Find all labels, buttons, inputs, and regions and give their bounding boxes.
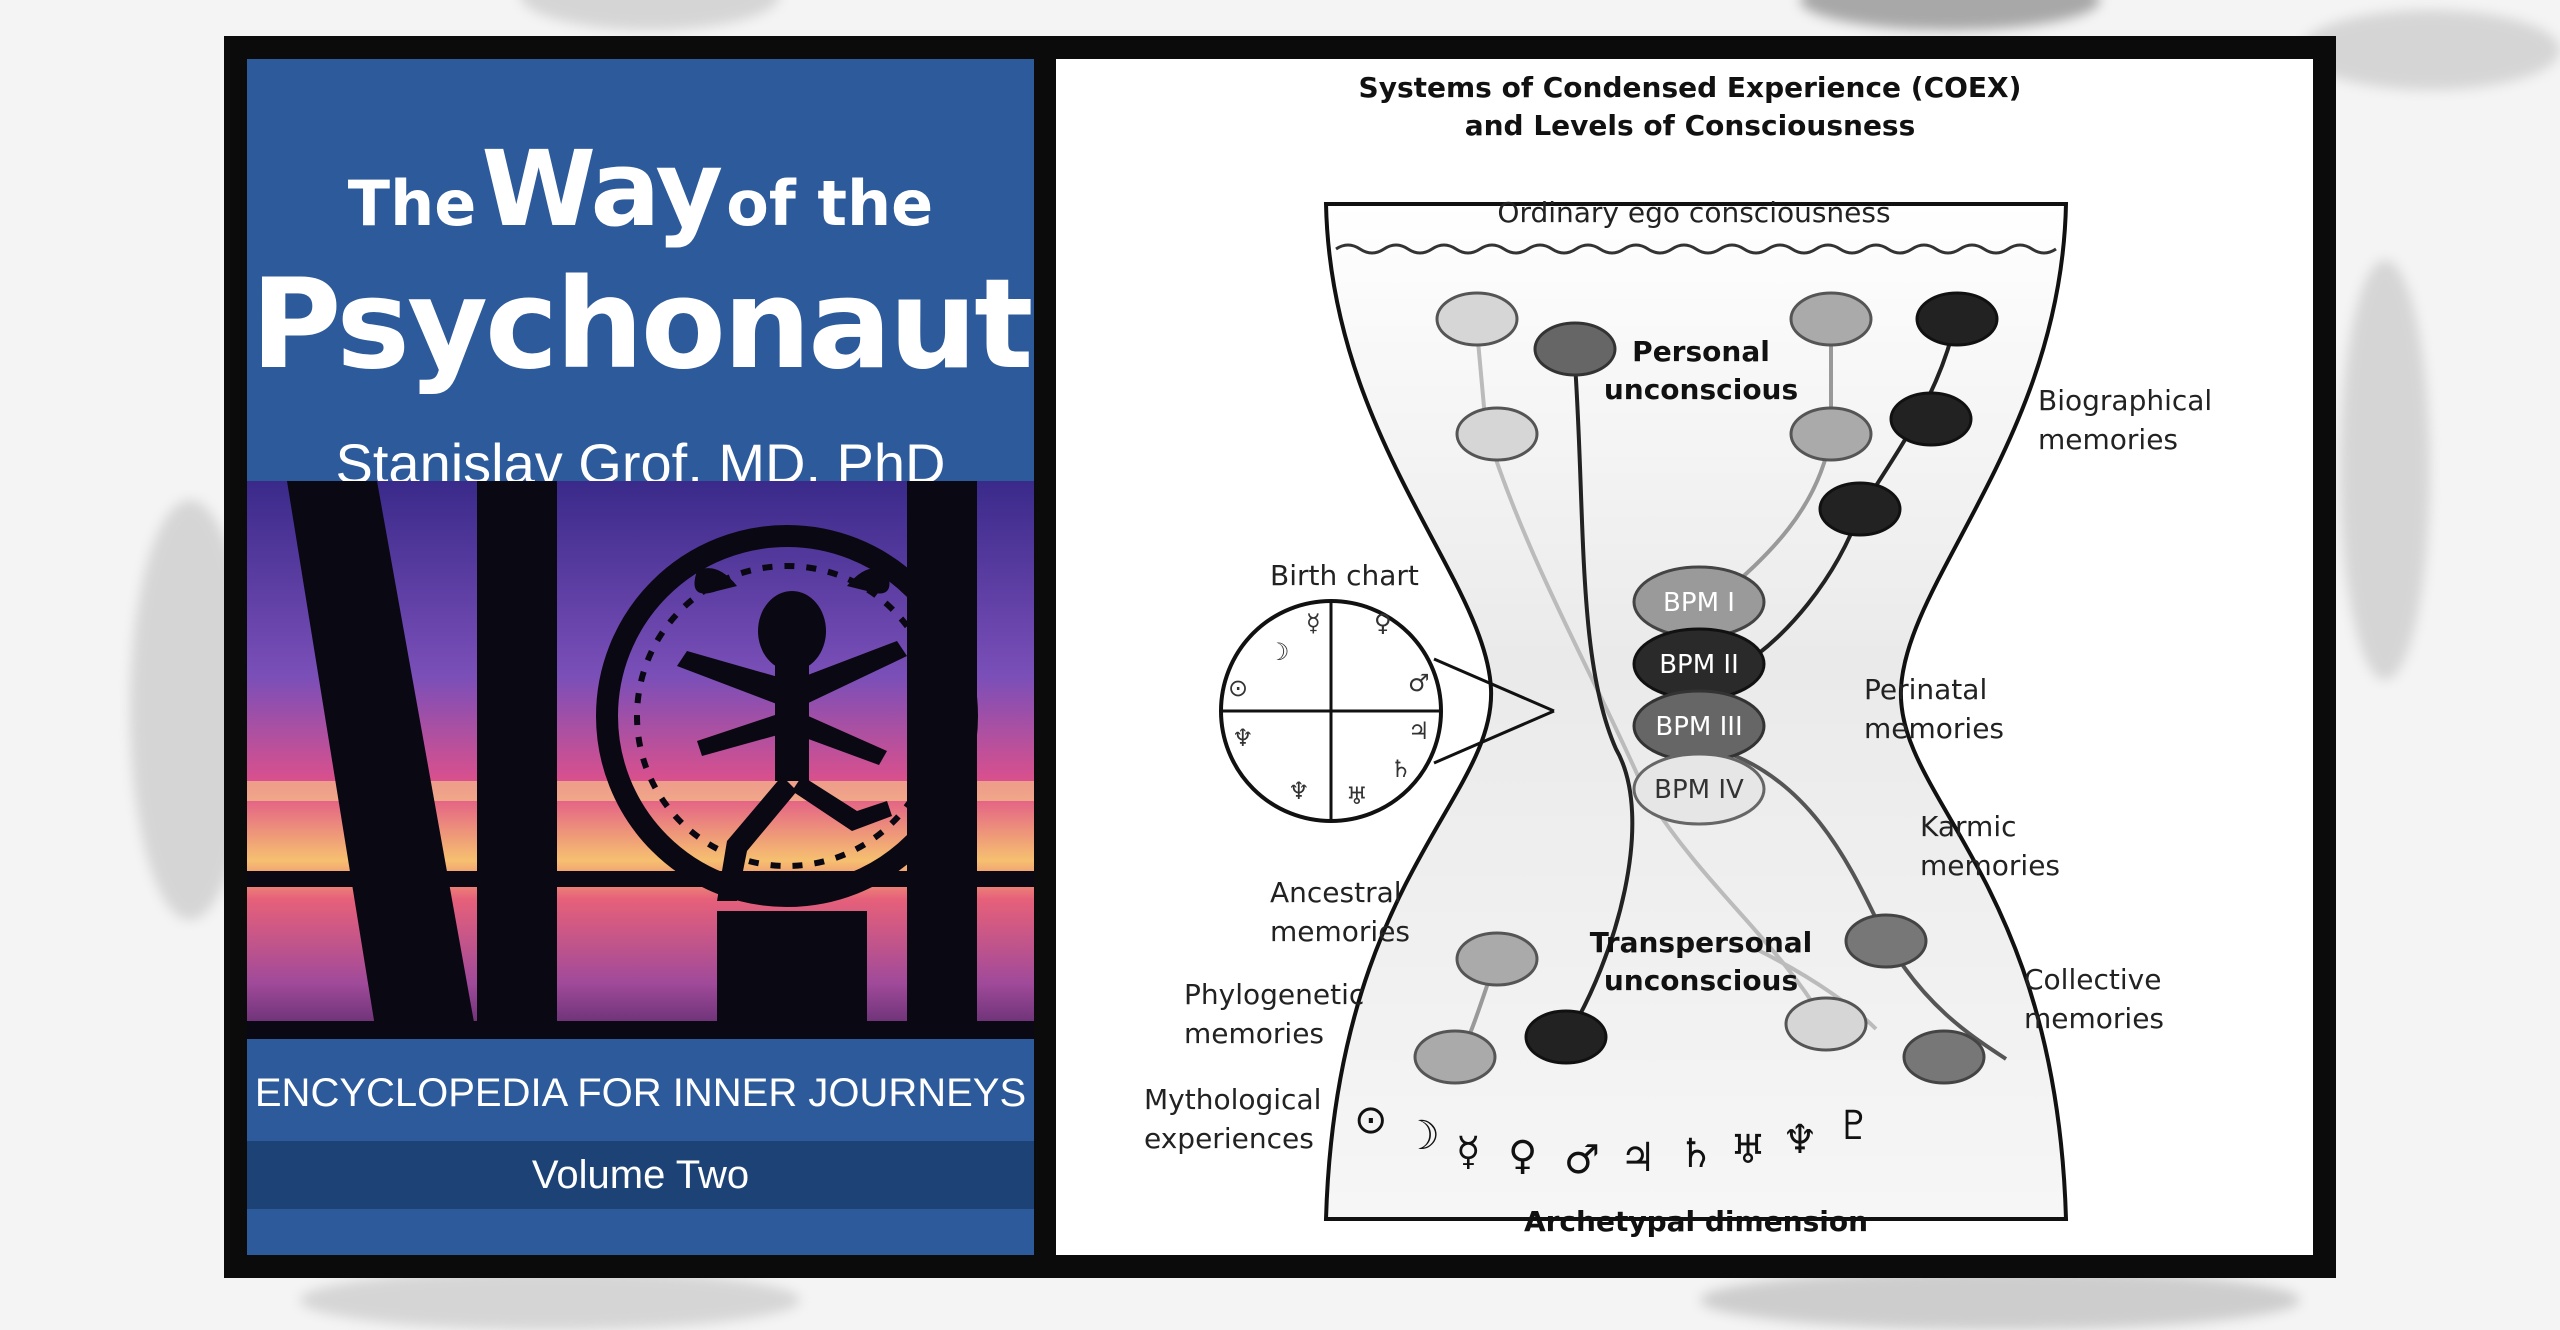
volume-band xyxy=(247,1141,1034,1209)
background-blob xyxy=(520,0,780,30)
background-blob xyxy=(1700,1270,2300,1330)
mythological-label: experiences xyxy=(1144,1122,1314,1155)
coex-nodes xyxy=(1413,291,1999,1085)
chart-symbol: ⊙ xyxy=(1228,674,1248,702)
coex-node xyxy=(1784,996,1868,1052)
transpersonal-unconscious-label: Transpersonal xyxy=(1590,926,1813,959)
collective-label: memories xyxy=(2024,1002,2164,1035)
coex-diagram-panel: Systems of Condensed Experience (COEX) a… xyxy=(1056,59,2313,1255)
uranus-symbol: ♅ xyxy=(1730,1127,1766,1173)
mercury-symbol: ☿ xyxy=(1456,1129,1481,1175)
phylogenetic-label: Phylogenetic xyxy=(1184,978,1364,1011)
title-psychonaut: Psychonaut xyxy=(250,253,1034,397)
mars-symbol: ♂ xyxy=(1564,1137,1600,1183)
coex-node xyxy=(1533,321,1617,377)
chart-symbol: ☽ xyxy=(1268,638,1290,666)
background-blob xyxy=(300,1270,800,1330)
series-title: ENCYCLOPEDIA FOR INNER JOURNEYS xyxy=(254,1071,1027,1115)
birth-chart: ⊙ ☽ ☿ ♀ ♂ ♃ ♆ ♆ ♅ ♄ xyxy=(1219,599,1555,823)
background-blob xyxy=(2340,260,2430,680)
water-surface xyxy=(1335,243,2057,255)
ancestral-label: memories xyxy=(1270,915,1410,948)
perinatal-label: Perinatal xyxy=(1864,673,1987,706)
title-the: The xyxy=(347,167,477,240)
title-of-the: of the xyxy=(726,167,934,240)
chart-symbol: ♆ xyxy=(1288,777,1310,805)
chart-symbol: ♂ xyxy=(1408,669,1430,697)
coex-node xyxy=(1455,406,1539,462)
chart-symbol: ♄ xyxy=(1390,755,1412,783)
title-line-1: The Way of the xyxy=(247,129,1034,280)
archetypal-dimension-label: Archetypal dimension xyxy=(1524,1205,1868,1238)
coex-node xyxy=(1789,406,1873,462)
bpm-nodes: BPM I BPM II BPM III BPM IV xyxy=(1632,565,1766,826)
background-blob xyxy=(1800,0,2100,30)
phylogenetic-label: memories xyxy=(1184,1017,1324,1050)
background-blob xyxy=(2300,10,2560,90)
coex-node xyxy=(1818,481,1902,537)
jupiter-symbol: ♃ xyxy=(1620,1135,1656,1181)
chart-symbol: ♃ xyxy=(1408,717,1430,745)
title-way: Way xyxy=(481,128,723,250)
coex-node xyxy=(1413,1029,1497,1085)
coex-node xyxy=(1889,391,1973,447)
personal-unconscious-label: unconscious xyxy=(1604,373,1798,406)
coex-node xyxy=(1789,291,1873,347)
neptune-symbol: ♆ xyxy=(1782,1117,1818,1163)
bpm-node xyxy=(1632,752,1766,826)
coex-node xyxy=(1844,913,1928,969)
coex-node xyxy=(1915,291,1999,347)
chart-symbol: ♆ xyxy=(1232,724,1254,752)
bpm-label: BPM III xyxy=(1655,712,1742,742)
biographical-label: Biographical xyxy=(2038,384,2212,417)
volume-label: Volume Two xyxy=(531,1153,750,1197)
coex-node xyxy=(1902,1029,1986,1085)
pluto-symbol: ♇ xyxy=(1836,1103,1872,1149)
cover-photo xyxy=(247,481,1034,1039)
moon-symbol: ☽ xyxy=(1404,1113,1440,1159)
saturn-symbol: ♄ xyxy=(1678,1131,1714,1177)
transpersonal-unconscious-label: unconscious xyxy=(1604,964,1798,997)
perinatal-label: memories xyxy=(1864,712,2004,745)
coex-diagram: Systems of Condensed Experience (COEX) a… xyxy=(1144,71,2212,1238)
ancestral-label: Ancestral xyxy=(1270,876,1402,909)
planet-symbols-row: ⊙ ☽ ☿ ♀ ♂ ♃ ♄ ♅ ♆ ♇ xyxy=(1354,1097,1872,1183)
coex-node xyxy=(1524,1009,1608,1065)
book-cover: The Way of the Psychonaut Stanislav Grof… xyxy=(247,59,1034,1255)
series-band xyxy=(247,1039,1034,1139)
chart-symbol: ☿ xyxy=(1306,609,1321,637)
bpm-label: BPM II xyxy=(1659,650,1739,680)
bpm-label: BPM IV xyxy=(1654,775,1744,805)
chart-symbol: ♅ xyxy=(1346,782,1368,810)
sun-symbol: ⊙ xyxy=(1354,1097,1388,1143)
chart-symbol: ♀ xyxy=(1374,609,1392,637)
diagram-title-line-2: and Levels of Consciousness xyxy=(1465,109,1916,142)
ego-consciousness-label: Ordinary ego consciousness xyxy=(1497,196,1890,229)
mythological-label: Mythological xyxy=(1144,1083,1321,1116)
karmic-label: memories xyxy=(1920,849,2060,882)
bpm-label: BPM I xyxy=(1663,588,1735,618)
coex-node xyxy=(1435,291,1519,347)
biographical-label: memories xyxy=(2038,423,2178,456)
coex-node xyxy=(1455,931,1539,987)
venus-symbol: ♀ xyxy=(1508,1133,1537,1179)
karmic-label: Karmic xyxy=(1920,810,2017,843)
birth-chart-label: Birth chart xyxy=(1270,559,1419,592)
diagram-title-line-1: Systems of Condensed Experience (COEX) xyxy=(1359,71,2022,104)
personal-unconscious-label: Personal xyxy=(1632,335,1770,368)
collective-label: Collective xyxy=(2024,963,2161,996)
